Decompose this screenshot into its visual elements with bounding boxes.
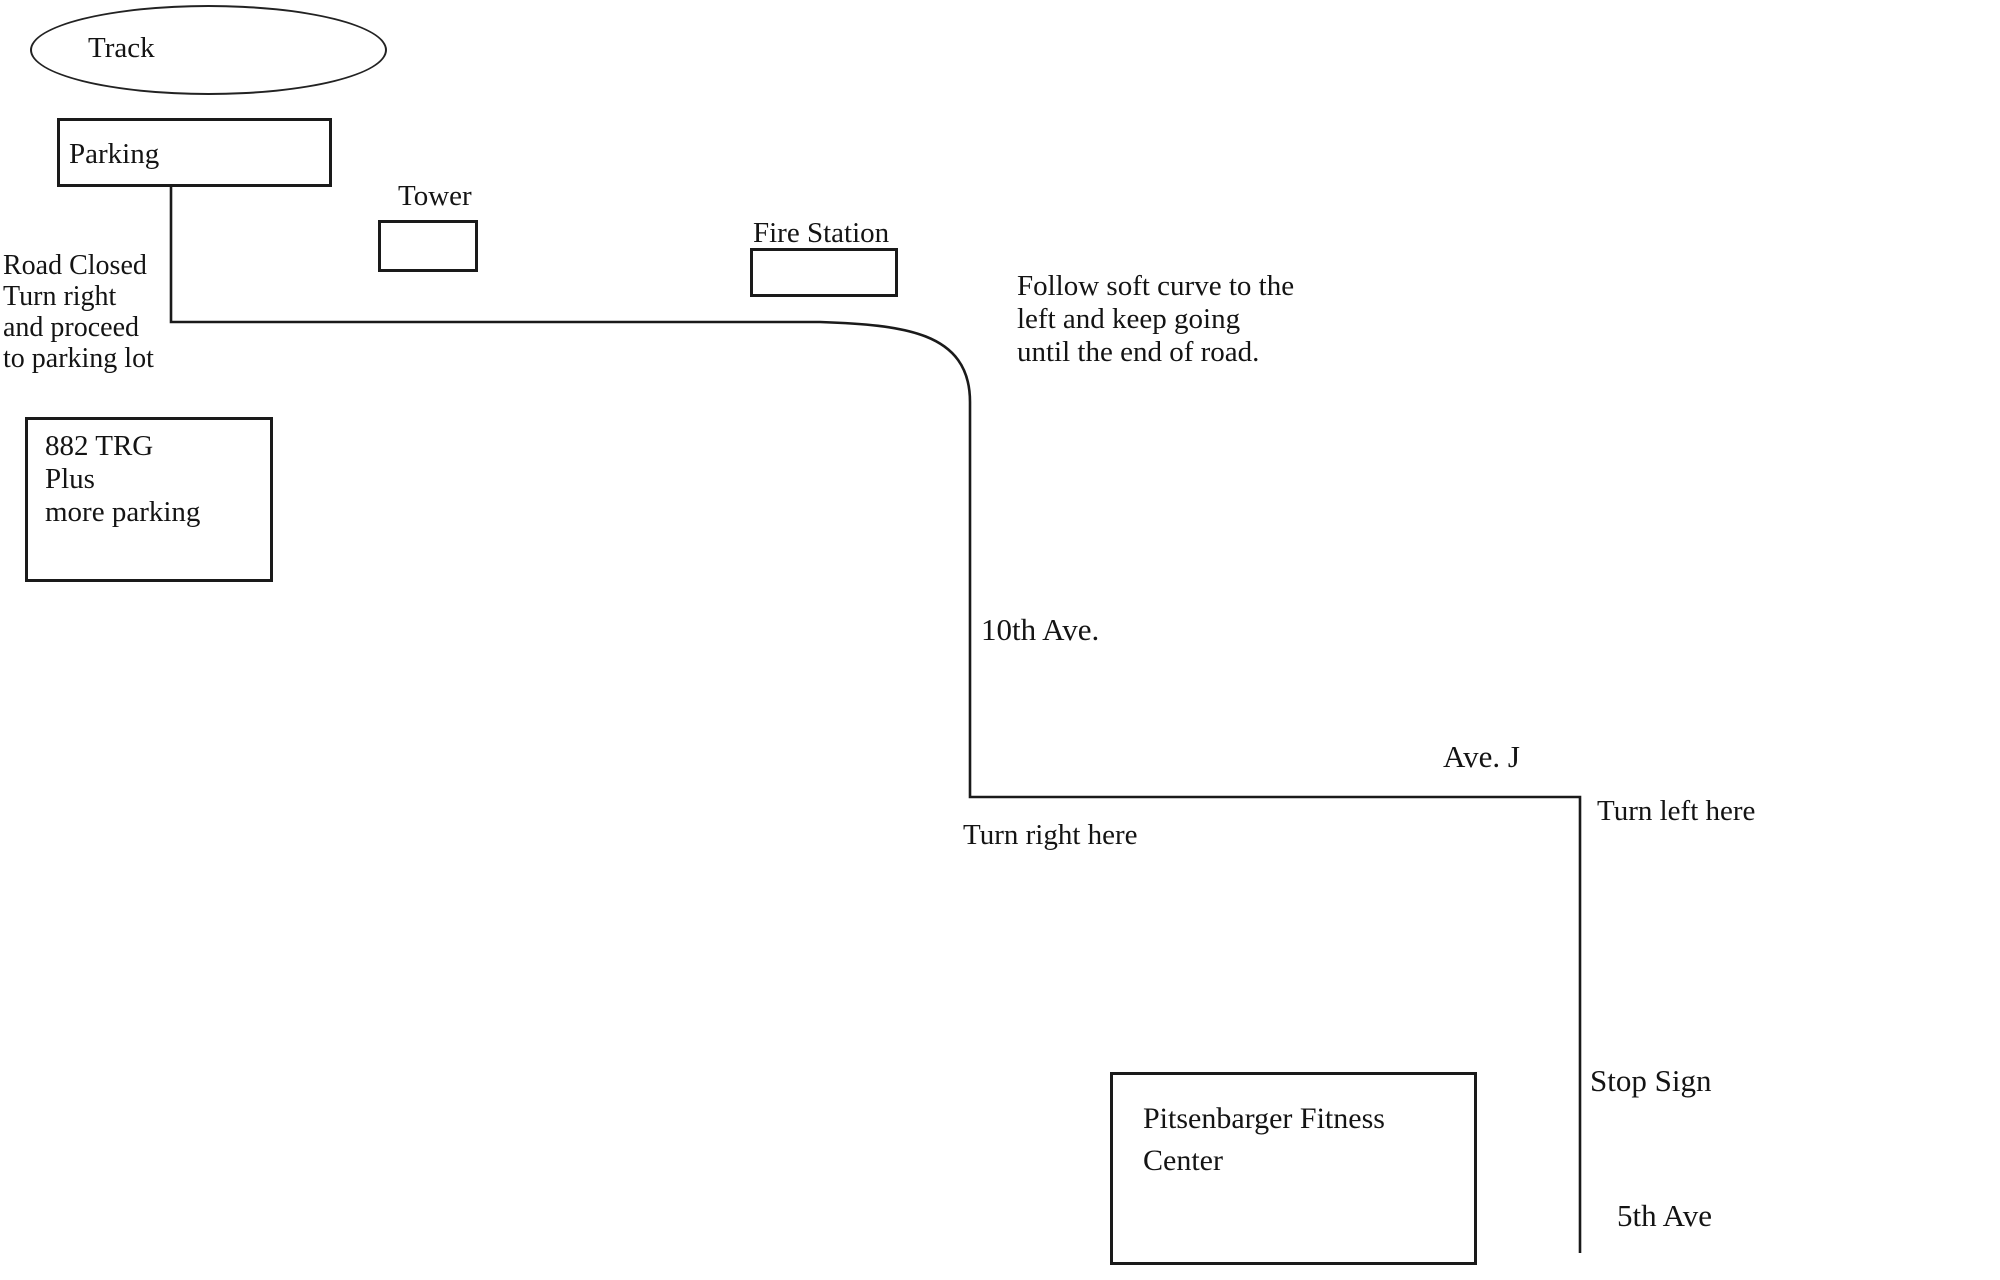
follow-curve-line-2: left and keep going <box>1017 303 1241 335</box>
follow-curve-line-1: Follow soft curve to the <box>1017 270 1295 302</box>
road-closed-line-3: and proceed <box>3 312 140 343</box>
parking-label: Parking <box>69 138 160 170</box>
stop-sign-label: Stop Sign <box>1590 1063 1712 1098</box>
turn-left-label: Turn left here <box>1597 795 1756 827</box>
follow-curve-note: Follow soft curve to the left and keep g… <box>1017 270 1294 369</box>
ave-j-label: Ave. J <box>1443 739 1520 774</box>
track-ellipse <box>30 5 387 95</box>
trg-line-3: more parking <box>45 496 201 528</box>
tenth-ave-label: 10th Ave. <box>981 612 1100 647</box>
road-closed-note: Road Closed Turn right and proceed to pa… <box>3 250 154 374</box>
parking-box <box>57 118 332 187</box>
fitness-center-text: Pitsenbarger Fitness Center <box>1143 1098 1385 1182</box>
trg-box <box>25 417 273 582</box>
trg-line-2: Plus <box>45 463 95 495</box>
turn-right-label: Turn right here <box>963 819 1138 851</box>
road-closed-line-2: Turn right <box>3 281 117 312</box>
fitness-center-line-1: Pitsenbarger Fitness <box>1143 1102 1385 1135</box>
fitness-center-line-2: Center <box>1143 1144 1223 1177</box>
trg-line-1: 882 TRG <box>45 430 154 462</box>
fifth-ave-label: 5th Ave <box>1617 1198 1712 1233</box>
fire-station-label: Fire Station <box>753 217 890 249</box>
follow-curve-line-3: until the end of road. <box>1017 336 1260 368</box>
fitness-center-box <box>1110 1072 1477 1265</box>
route-path <box>169 187 1582 1253</box>
road-closed-line-1: Road Closed <box>3 250 147 281</box>
tower-box <box>378 220 478 272</box>
trg-text: 882 TRG Plus more parking <box>45 430 200 529</box>
track-label: Track <box>88 32 155 64</box>
tower-label: Tower <box>398 180 472 212</box>
road-closed-line-4: to parking lot <box>3 343 154 374</box>
fire-station-box <box>750 248 898 297</box>
